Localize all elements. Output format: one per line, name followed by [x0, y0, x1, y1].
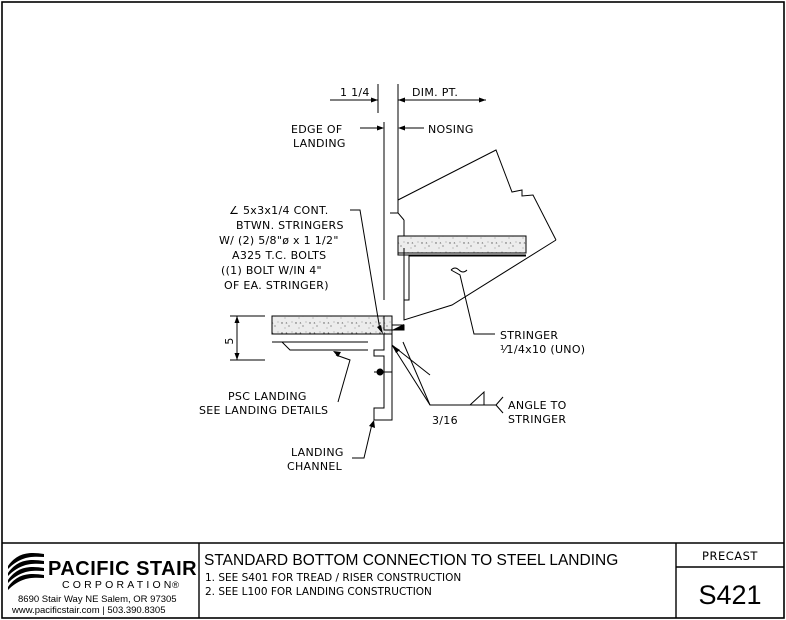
detail-drawing — [230, 84, 557, 459]
angle-note-3: W/ (2) 5/8"ø x 1 1/2" — [219, 234, 339, 247]
dim-label-left: 1 1/4 — [340, 86, 370, 99]
tread-section — [397, 235, 527, 254]
drawing-title: STANDARD BOTTOM CONNECTION TO STEEL LAND… — [204, 552, 618, 569]
psc-landing-label-1: PSC LANDING — [228, 390, 307, 403]
drawing-category: PRECAST — [702, 549, 758, 563]
angle-note-6: OF EA. STRINGER) — [224, 279, 329, 292]
company-name: PACIFIC STAIR — [48, 558, 197, 580]
registered-mark: ® — [172, 580, 179, 591]
landing-channel-label-1: LANDING — [291, 446, 344, 459]
landing-channel-steel — [373, 334, 393, 421]
stringer-label-2: ⅟1/4x10 (UNO) — [500, 343, 585, 356]
drawing-note-1: 1. SEE S401 FOR TREAD / RISER CONSTRUCTI… — [205, 572, 461, 584]
vertical-dimension — [230, 315, 265, 361]
dim-label-right: DIM. PT. — [412, 86, 458, 99]
company-contact: www.pacificstair.com | 503.390.8305 — [11, 605, 166, 616]
company-sub: CORPORATION — [62, 579, 175, 591]
angle-note-5: ((1) BOLT W/IN 4" — [221, 264, 322, 277]
sheet-number: S421 — [698, 580, 761, 610]
angle-note-2: BTWN. STRINGERS — [236, 219, 344, 232]
weld-size-label: 3/16 — [432, 414, 458, 427]
title-block — [2, 542, 784, 618]
landing-channel-label-2: CHANNEL — [287, 460, 343, 473]
top-dimension — [330, 84, 486, 113]
company-address: 8690 Stair Way NE Salem, OR 97305 — [18, 594, 177, 605]
angle-note-1: ∠ 5x3x1/4 CONT. — [229, 204, 329, 217]
continuous-angle — [374, 316, 405, 376]
edge-of-landing-label-1: EDGE OF — [291, 123, 342, 136]
riser-plate — [403, 248, 526, 301]
stringer-label-1: STRINGER — [500, 329, 558, 342]
psc-landing — [271, 315, 393, 351]
edge-of-landing-label-2: LANDING — [293, 137, 346, 150]
company-logo-icon — [8, 553, 44, 590]
stringer-body — [390, 149, 557, 321]
drawing-note-2: 2. SEE L100 FOR LANDING CONSTRUCTION — [205, 586, 432, 598]
weld-note-2: STRINGER — [508, 413, 566, 426]
weld-note-1: ANGLE TO — [508, 399, 567, 412]
nosing-label: NOSING — [428, 123, 474, 136]
vertical-dim-label: 5 — [223, 337, 236, 344]
angle-note-4: A325 T.C. BOLTS — [232, 249, 326, 262]
psc-landing-label-2: SEE LANDING DETAILS — [199, 404, 328, 417]
